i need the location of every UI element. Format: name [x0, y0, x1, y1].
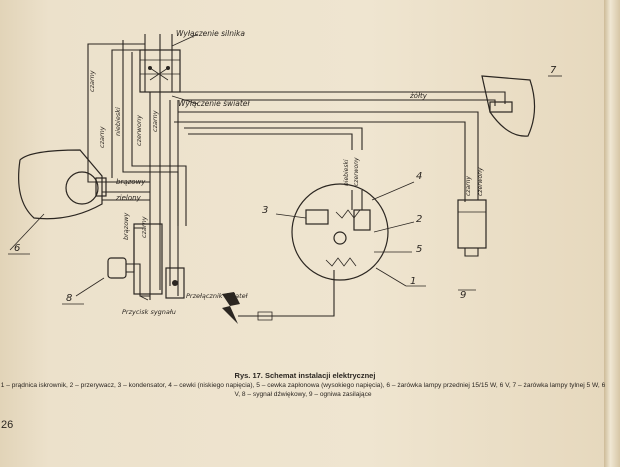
rear-lamp-housing [481, 75, 536, 137]
magneto [275, 181, 426, 287]
coil-zigzag-2 [335, 209, 361, 219]
wire-to-horn [126, 263, 150, 297]
figure-caption-title: Rys. 17. Schemat instalacji elektrycznej [234, 371, 376, 380]
rear-lamp-bulb [489, 101, 513, 113]
headlamp-socket [95, 177, 107, 197]
figure-caption-body: 1 – prądnica iskrownik, 2 – przerywacz, … [0, 382, 606, 398]
wire-run-6 [188, 133, 353, 150]
page-number: 26 [1, 419, 14, 431]
horn-body [107, 257, 127, 279]
headlamp [8, 149, 107, 255]
number-1: 1 [410, 276, 416, 287]
label-niebieski-vert-2: niebieski [343, 159, 350, 186]
headlamp-housing [18, 149, 103, 220]
label-przycisk-sygnalu: Przycisk sygnału [122, 308, 176, 316]
number-8: 8 [66, 293, 72, 304]
wire-run-4 [174, 121, 466, 202]
magneto-outline [291, 183, 389, 281]
wire-run-2 [182, 99, 496, 106]
number-5: 5 [416, 244, 422, 255]
wire-zolty-run [180, 91, 506, 104]
wiring-diagram: Wyłączenie silnika Wyłączenie świateł żó… [8, 29, 562, 324]
label-przelacznik-swiatel: Przełącznik świateł [186, 292, 249, 300]
wire-outer-left [87, 43, 145, 183]
capacitor-3 [305, 209, 329, 225]
label-czerwony-vert: czerwony [135, 115, 143, 146]
wire-left-2 [111, 49, 150, 178]
horn [62, 257, 127, 305]
label-czarny-vert-5: czarny [465, 176, 472, 196]
interrupter [333, 231, 347, 245]
label-wylaczenie-silnika: Wyłączenie silnika [176, 29, 245, 38]
label-zielony: zielony [115, 194, 142, 202]
label-czarny-vert-2: czarny [98, 126, 106, 148]
ignition-switch-block [139, 33, 199, 105]
headlamp-reflector [65, 171, 99, 205]
number-7: 7 [550, 65, 557, 76]
lightning-icon [222, 292, 240, 324]
coil-zigzag-1 [325, 257, 357, 267]
wire-left-4 [131, 52, 187, 226]
component-numbers: 4 2 3 5 1 6 7 8 9 [14, 65, 557, 304]
spark-bolt [222, 292, 240, 324]
wire-spark-plug [257, 311, 273, 321]
controls-block [133, 223, 185, 301]
label-czarny-vert-3: czarny [151, 110, 159, 132]
battery-body [457, 199, 487, 249]
number-9: 9 [460, 290, 466, 301]
label-czerwony-vert-2: czerwony [353, 157, 360, 186]
wire-spark-lead [238, 270, 335, 317]
book-spine [604, 0, 620, 467]
wire-labels: Wyłączenie silnika Wyłączenie świateł żó… [88, 29, 484, 316]
wire-run-5 [184, 127, 363, 150]
number-3: 3 [262, 205, 268, 216]
label-wylaczenie-swiatel: Wyłączenie świateł [178, 99, 250, 108]
label-niebieski-vert: niebieski [114, 107, 122, 136]
number-2: 2 [416, 214, 422, 225]
wire-run-3 [178, 111, 479, 200]
number-4: 4 [416, 171, 422, 182]
label-czerwony-vert-3: czerwony [477, 167, 484, 196]
label-brazowy: brązowy [116, 178, 146, 186]
battery [457, 199, 487, 291]
label-czarny-vert-1: czarny [88, 70, 96, 92]
label-czarny-vert-4: czarny [140, 216, 148, 238]
connector-4 [353, 209, 371, 231]
number-6: 6 [14, 243, 20, 254]
label-zolty: żółty [409, 92, 428, 100]
wiring-harness [87, 34, 506, 321]
light-switch-box [165, 267, 185, 299]
switch-box [139, 49, 181, 93]
horn-button-box [133, 223, 163, 295]
wire-to-battery [464, 248, 479, 257]
rear-lamp [481, 75, 562, 137]
label-brazowy-vert: brązowy [122, 213, 130, 240]
